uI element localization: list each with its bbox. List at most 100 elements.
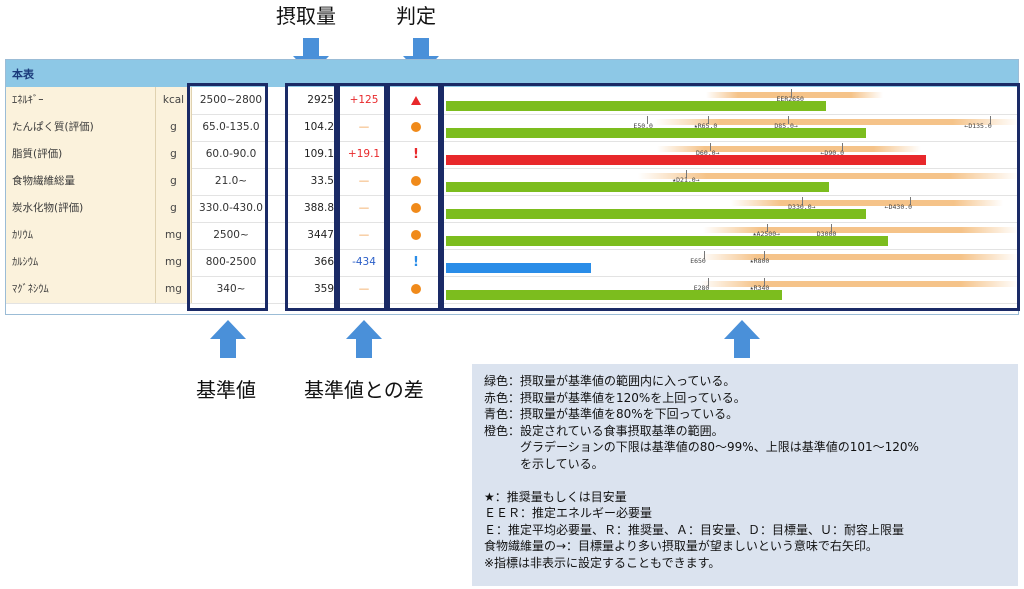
judgement-cell — [391, 87, 441, 114]
intake-value: 2925 — [307, 94, 334, 106]
reference-marker-label: ★A2500→ — [752, 230, 781, 238]
nutrient-name: たんぱく質(評価) — [6, 114, 156, 141]
reference-range-band — [702, 227, 1018, 233]
table-header: 本表 — [6, 60, 1018, 87]
chart-arrow-up-icon — [722, 320, 762, 358]
under-exclamation-icon: ! — [413, 255, 419, 270]
nutrient-unit: g — [156, 195, 192, 222]
legend-line: ※指標は非表示に設定することもできます。 — [484, 555, 721, 570]
reference-marker-label: ★R65.0 — [693, 122, 718, 130]
reference-range-band — [657, 146, 922, 152]
nutrient-unit: g — [156, 114, 192, 141]
judgement-cell — [391, 195, 441, 222]
reference-marker-line — [704, 251, 706, 259]
judgement-cell: ! — [391, 141, 441, 168]
reference-range-band — [638, 173, 1018, 179]
intake-bar-chart: D330.0→←D430.0 — [446, 195, 1018, 222]
judgement-cell — [391, 114, 441, 141]
reference-marker-line — [766, 224, 768, 232]
reference-marker-label: D60.0→ — [696, 149, 720, 157]
standard-value: 340~ — [216, 283, 246, 295]
reference-marker-line — [830, 224, 832, 232]
intake-bar-chart: E650★R800 — [446, 249, 1018, 276]
intake-bar-chart: E280★R340 — [446, 276, 1018, 303]
intake-bar — [446, 128, 866, 138]
nutrient-unit: kcal — [156, 87, 192, 114]
nutrient-name: 炭水化物(評価) — [6, 195, 156, 222]
nutrient-name: ﾏｸﾞﾈｼｳﾑ — [6, 276, 156, 303]
reference-range-band — [700, 281, 1018, 287]
intake-bar-chart: D60.0→ ←D90.0 — [446, 141, 1018, 168]
reference-marker-label: E50.0 — [633, 122, 653, 130]
intake-bar — [446, 263, 592, 273]
reference-marker-line — [707, 116, 709, 124]
judgement-cell — [391, 222, 441, 249]
standard-column-highlight — [187, 83, 268, 311]
legend-line: Ｅ：推定平均必要量、Ｒ：推奨量、Ａ：目安量、Ｄ：目標量、Ｕ：耐容上限量 — [484, 522, 905, 537]
intake-bar-chart: EER2650 — [446, 87, 1018, 114]
intake-bar — [446, 155, 927, 165]
standard-value: 60.0-90.0 — [205, 148, 257, 160]
legend-panel: 緑色：摂取量が基準値の範囲内に入っている。赤色：摂取量が基準値を120%を上回っ… — [472, 364, 1018, 586]
intake-bar — [446, 236, 889, 246]
diff-value: — — [358, 121, 370, 133]
diff-callout-label: 基準値との差 — [304, 378, 424, 402]
reference-marker-label: ←D90.0 — [820, 149, 844, 157]
diff-value: — — [358, 175, 370, 187]
intake-bar — [446, 182, 830, 192]
reference-marker-label: D85.0→ — [774, 122, 798, 130]
reference-marker-label: ★D21.0→ — [672, 176, 700, 184]
judgement-cell: ! — [391, 249, 441, 276]
intake-value: 3447 — [307, 229, 334, 241]
standard-value: 330.0-430.0 — [199, 202, 263, 214]
diff-value: +19.1 — [347, 148, 381, 160]
intake-value: 359 — [313, 283, 334, 295]
table-title: 本表 — [12, 68, 34, 81]
nutrient-name: 脂質(評価) — [6, 141, 156, 168]
reference-range-band — [700, 254, 1018, 260]
standard-value: 21.0~ — [214, 175, 248, 187]
reference-marker-line — [707, 278, 709, 286]
reference-marker-label: ★R340 — [749, 284, 770, 292]
nutrient-unit: mg — [156, 249, 192, 276]
nutrient-unit: g — [156, 141, 192, 168]
judgement-callout-label: 判定 — [396, 4, 436, 28]
nutrient-unit: mg — [156, 276, 192, 303]
judgement-arrow-down-icon — [401, 38, 441, 76]
intake-bar — [446, 209, 866, 219]
reference-range-band — [730, 200, 1003, 206]
legend-line: ★：推奨量もしくは目安量 — [484, 489, 627, 504]
reference-marker-line — [647, 116, 649, 124]
intake-arrow-down-icon — [291, 38, 331, 76]
nutrient-name: ｴﾈﾙｷﾞｰ — [6, 87, 156, 114]
legend-line: 食物繊維量の→：目標量より多い摂取量が望ましいという意味で右矢印。 — [484, 539, 878, 553]
chart-column-highlight — [441, 83, 1020, 311]
reference-marker-line — [710, 143, 711, 151]
judgement-cell — [391, 276, 441, 303]
intake-bar — [446, 290, 782, 300]
diff-value: — — [358, 202, 370, 214]
intake-bar — [446, 101, 827, 111]
legend-line: 緑色：摂取量が基準値の範囲内に入っている。 — [484, 374, 736, 388]
reference-marker-line — [989, 116, 991, 124]
standard-value: 2500~2800 — [199, 94, 263, 106]
intake-bar-chart: ★D21.0→ — [446, 168, 1018, 195]
judgement-cell — [391, 168, 441, 195]
ok-dot-icon — [411, 122, 421, 132]
intake-bar-chart: ★A2500→D3000 — [446, 222, 1018, 249]
diff-value: — — [358, 283, 370, 295]
legend-line: 橙色：設定されている食事摂取基準の範囲。 — [484, 423, 724, 438]
reference-marker-line — [790, 89, 792, 97]
nutrient-name: ｶﾙｼｳﾑ — [6, 249, 156, 276]
diff-value: -434 — [352, 256, 376, 268]
legend-line: 青色：摂取量が基準値を80%を下回っている。 — [484, 407, 739, 421]
standard-value: 65.0-135.0 — [202, 121, 260, 133]
